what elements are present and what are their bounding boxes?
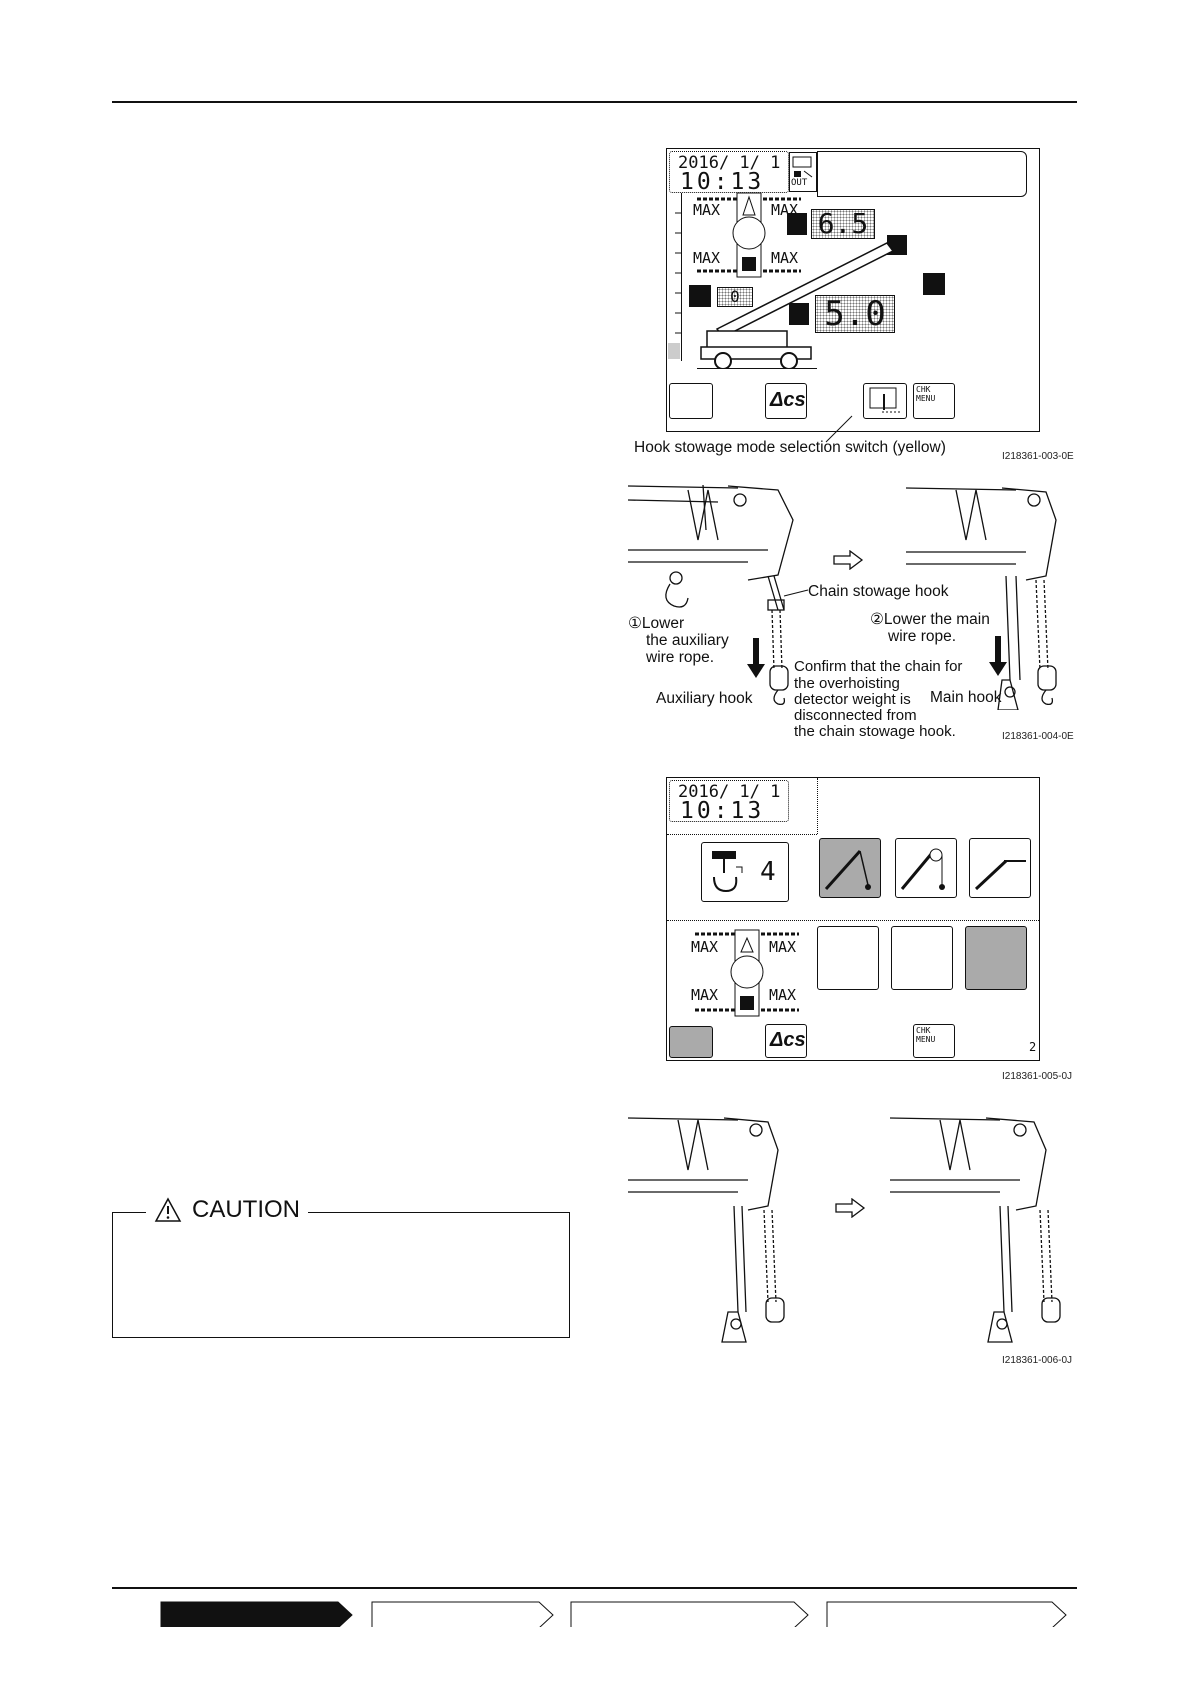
- boom-mode-tile-3[interactable]: [969, 838, 1031, 898]
- header-rule: [112, 101, 1077, 103]
- display-select-icon[interactable]: [669, 383, 713, 419]
- aux-hook-label: Auxiliary hook: [656, 690, 753, 707]
- datetime-box-2: 2016/ 1/ 1 10:13: [669, 780, 789, 824]
- step2-line-2: wire rope.: [888, 628, 957, 645]
- display-select-icon-2[interactable]: [669, 1026, 713, 1058]
- outrigger-diagram: MAX MAX MAX MAX: [689, 189, 809, 289]
- caution-heading: CAUTION: [146, 1196, 308, 1224]
- page-number: 2: [1029, 1040, 1037, 1054]
- confirm-line-3: detector weight is: [794, 691, 911, 708]
- working-radius-value: 5.0: [815, 295, 895, 333]
- outrigger-status-icon: OUT: [789, 152, 817, 192]
- boom-tip-drawing-left: [628, 484, 794, 706]
- outrigger-diagram-2: MAX MAX MAX MAX: [687, 926, 807, 1022]
- chk-menu-button-2[interactable]: CHK MENU: [913, 1024, 955, 1058]
- max-label-tl: MAX: [693, 201, 721, 219]
- boom-length-icon: [787, 213, 807, 235]
- figure-id-2: I218361-004-0E: [1002, 731, 1074, 742]
- load-bar: [667, 193, 682, 361]
- main-hook-label: Main hook: [930, 689, 1002, 706]
- chain-hook-label: Chain stowage hook: [808, 583, 949, 600]
- down-arrow-main: [989, 636, 1007, 676]
- time-text: 10:13: [680, 169, 765, 195]
- boom-length-value: 6.5: [811, 209, 875, 239]
- counter-box: 0: [717, 287, 753, 307]
- hook-position-icon: [689, 285, 711, 307]
- crane-drawing: [697, 242, 895, 369]
- confirm-line-5: the chain stowage hook.: [794, 723, 956, 740]
- outrigger-mode-tile-2[interactable]: [891, 926, 953, 990]
- chk-menu-button[interactable]: CHK MENU: [913, 383, 955, 419]
- nav-step-3[interactable]: [570, 1601, 810, 1627]
- divider-middle: [667, 920, 1039, 921]
- boom-mode-tile-2[interactable]: [895, 838, 957, 898]
- step2-line-1: ②Lower the main: [870, 611, 990, 628]
- divider-top: [667, 834, 817, 835]
- jib-extension-icon: [923, 273, 945, 295]
- figure-id-4: I218361-006-0J: [1002, 1355, 1073, 1366]
- transition-arrow-1: [833, 550, 864, 570]
- boom-tip-drawing-right: [906, 487, 1057, 710]
- transition-arrow-2: [835, 1198, 866, 1218]
- date-text: 2016/ 1/ 1: [678, 153, 781, 173]
- acs-button-2[interactable]: Δcs: [765, 1024, 807, 1058]
- down-arrow-aux: [747, 638, 765, 678]
- caution-box: [112, 1212, 570, 1338]
- hook-count-tile: 4: [701, 842, 789, 902]
- caution-title: CAUTION: [192, 1196, 300, 1223]
- callout-line: [825, 415, 853, 443]
- leader-line-chain-hook: [783, 589, 809, 597]
- max-label-bl: MAX: [693, 249, 721, 267]
- confirm-line-2: the overhoisting: [794, 675, 900, 692]
- hook-icon: [712, 851, 743, 893]
- callout-text: Hook stowage mode selection switch (yell…: [634, 439, 946, 456]
- boom-mode-tile-selected[interactable]: [819, 838, 881, 898]
- out-label: OUT: [791, 178, 808, 188]
- step1-line-1: ①Lower: [628, 615, 685, 632]
- figure-id-1: I218361-003-0E: [1002, 451, 1074, 462]
- boom-tip-drawing-left-2: [628, 1117, 785, 1343]
- figure-id-3: I218361-005-0J: [1002, 1071, 1073, 1082]
- nav-step-4[interactable]: [826, 1601, 1068, 1627]
- nav-step-1-active[interactable]: [160, 1601, 354, 1627]
- step1-line-3: wire rope.: [646, 649, 715, 666]
- confirm-line-4: disconnected from: [794, 707, 917, 724]
- boom-tip-drawing-right-2: [890, 1117, 1061, 1343]
- working-radius-icon: [789, 303, 809, 325]
- outrigger-mode-tile-1[interactable]: [817, 926, 879, 990]
- monitor-screen-2: 2016/ 1/ 1 10:13 4 MAX MAX MAX MAX: [666, 777, 1040, 1061]
- monitor-screen-1: 2016/ 1/ 1 10:13 OUT MAX MAX MAX MAX 0 6…: [666, 148, 1040, 432]
- footer-rule: [112, 1587, 1077, 1589]
- divider-vertical: [817, 778, 818, 834]
- hook-count-value: 4: [760, 857, 776, 887]
- acs-button[interactable]: Δcs: [765, 383, 807, 419]
- message-box: [817, 151, 1027, 197]
- warning-triangle-icon: [154, 1197, 182, 1222]
- outrigger-mode-tile-selected[interactable]: [965, 926, 1027, 990]
- step1-line-2: the auxiliary: [646, 632, 729, 649]
- confirm-line-1: Confirm that the chain for: [794, 658, 963, 675]
- hook-stowage-switch-icon[interactable]: [863, 383, 907, 419]
- datetime-box: 2016/ 1/ 1 10:13: [669, 151, 789, 195]
- max-label-br: MAX: [771, 249, 799, 267]
- nav-step-2[interactable]: [371, 1601, 555, 1627]
